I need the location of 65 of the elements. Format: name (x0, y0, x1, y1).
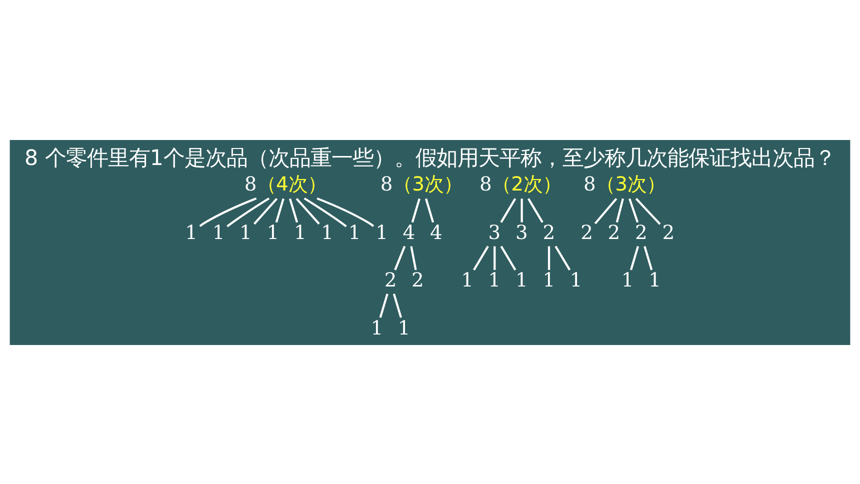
node-text: 1 (648, 268, 661, 292)
connector (594, 197, 618, 224)
connector (316, 196, 374, 226)
connector (616, 198, 624, 222)
connector (548, 246, 550, 270)
connector (296, 197, 320, 224)
node-text: 1 (370, 316, 384, 339)
connector (199, 196, 257, 226)
connector (254, 197, 278, 224)
diagram-title: 8 个零件里有1个是次品（次品重一些）。假如用天平称，至少称几次能保证找出次品？ (24, 145, 836, 170)
connector (392, 293, 402, 318)
connector (494, 246, 496, 270)
connector (635, 197, 661, 224)
connector (554, 245, 571, 270)
connector (288, 198, 298, 222)
connector (394, 245, 406, 270)
node-text: 1 (294, 220, 306, 244)
node-text: 8 (480, 172, 492, 196)
connector (644, 245, 653, 270)
connector (630, 245, 640, 270)
node-text: 8 (244, 172, 257, 196)
node-text: 2 (662, 220, 675, 244)
node-label: （4次） (257, 172, 326, 196)
node-text: 8 (380, 172, 393, 196)
node-text: 2 (384, 268, 397, 292)
connector (304, 196, 347, 227)
node-text: 3 (516, 220, 528, 244)
node-label: （3次） (596, 172, 666, 196)
node-text: 1 (321, 220, 334, 244)
node-text: 1 (488, 268, 501, 292)
node-text: 3 (488, 220, 501, 244)
connector (226, 196, 270, 227)
node-text: 1 (266, 220, 280, 244)
node-text: 8 (584, 172, 596, 196)
node-text: 4 (402, 220, 416, 244)
node-text: 1 (376, 220, 388, 244)
node-text: 1 (542, 268, 556, 292)
connector (500, 245, 516, 270)
connector (520, 198, 523, 222)
node-text: 1 (621, 268, 634, 292)
node-label: （3次） (393, 172, 462, 196)
connector (628, 198, 639, 222)
node-text: 2 (580, 220, 593, 244)
connector (473, 245, 489, 270)
connector (410, 246, 417, 270)
node-text: 2 (542, 220, 556, 244)
node-text: 1 (212, 220, 225, 244)
node-text: 2 (608, 220, 620, 244)
connector (424, 198, 434, 222)
connector (500, 198, 516, 222)
node-text: 1 (516, 268, 528, 292)
node-text: 4 (430, 220, 442, 244)
node-text: 1 (398, 316, 410, 339)
node-text: 2 (635, 220, 648, 244)
connector (275, 198, 284, 222)
node-label: （2次） (492, 172, 562, 196)
node-text: 1 (348, 220, 361, 244)
node-text: 1 (461, 268, 474, 292)
node-text: 1 (240, 220, 252, 244)
connector (411, 198, 420, 222)
node-text: 1 (570, 268, 582, 292)
node-text: 2 (412, 268, 424, 292)
connector (527, 198, 544, 222)
connector (379, 293, 388, 318)
node-text: 1 (185, 220, 198, 244)
